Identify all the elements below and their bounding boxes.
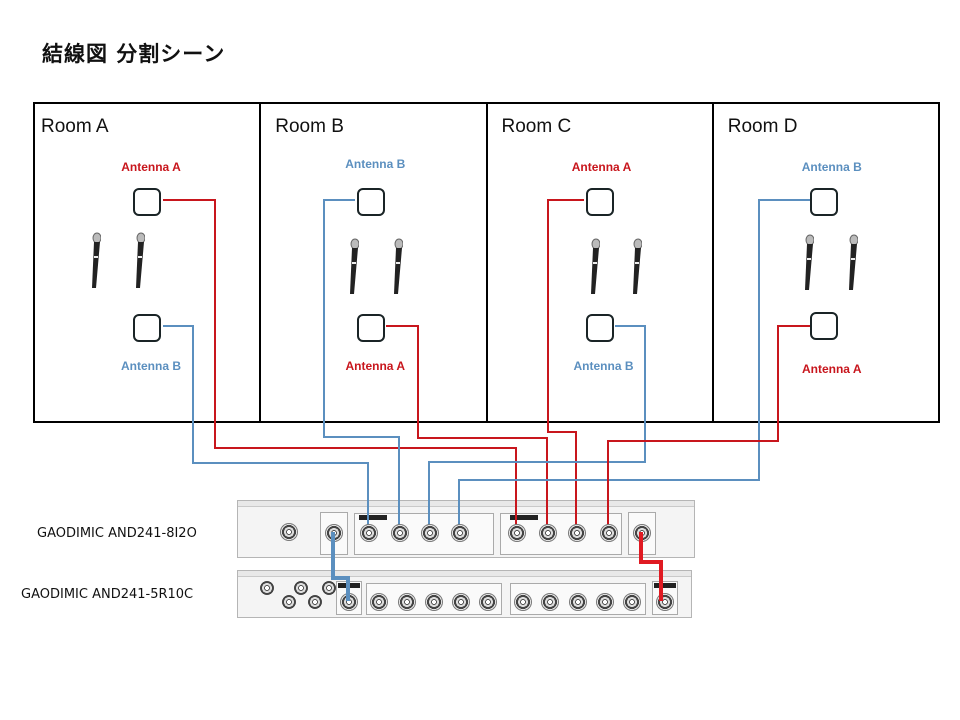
antenna-top (809, 188, 838, 216)
power-out-connector (308, 595, 322, 609)
antenna-top (133, 188, 161, 216)
rf-out-b-connector[interactable] (370, 593, 388, 611)
antenna-label-top: Antenna A (121, 160, 181, 174)
microphone-icon (394, 238, 404, 294)
device-label-combiner: GAODIMIC AND241-8I2O (37, 526, 197, 541)
antenna-label-top: Antenna B (801, 160, 862, 174)
device-label-distributor: GAODIMIC AND241-5R10C (21, 587, 194, 602)
rf-out-a-connector[interactable] (596, 593, 614, 611)
microphone-icon (804, 234, 814, 290)
microphone-icon (590, 238, 600, 294)
rf-out-b-connector[interactable] (398, 593, 416, 611)
antenna-bottom (357, 314, 386, 342)
rf-out-b-connector[interactable] (452, 593, 470, 611)
antenna-top (357, 188, 386, 216)
rf-input-connector-8[interactable] (600, 524, 618, 542)
rf-input-connector-2[interactable] (391, 524, 409, 542)
room-label: Room A (41, 116, 109, 137)
rf-input-connector-1[interactable] (360, 524, 378, 542)
rf-input-connector-4[interactable] (451, 524, 469, 542)
antenna-b-in-connector[interactable] (340, 593, 358, 611)
antenna-label-bottom: Antenna B (121, 359, 181, 373)
microphone-icon (350, 238, 360, 294)
distributor-unit (237, 570, 692, 618)
dc-in-connector (260, 581, 274, 595)
rf-input-connector-5[interactable] (508, 524, 526, 542)
rf-input-connector-6[interactable] (539, 524, 557, 542)
rf-out-a-connector[interactable] (541, 593, 559, 611)
microphone-icon (632, 238, 642, 294)
power-out-connector (322, 581, 336, 595)
rf-output-a-connector[interactable] (633, 524, 651, 542)
antenna-label-top: Antenna A (571, 160, 632, 174)
antenna-bottom (133, 314, 161, 342)
antenna-label-bottom: Antenna A (345, 359, 406, 373)
room-d: Room D Antenna B Antenna A (714, 104, 938, 421)
antenna-label-top: Antenna B (345, 157, 406, 171)
room-c: Room C Antenna A Antenna B (488, 104, 714, 421)
rf-out-b-connector[interactable] (479, 593, 497, 611)
antenna-a-in-connector[interactable] (656, 593, 674, 611)
microphone-icon (136, 232, 145, 288)
rf-output-b-connector[interactable] (325, 524, 343, 542)
microphone-icon (848, 234, 858, 290)
antenna-label-bottom: Antenna A (801, 362, 862, 376)
room-label: Room B (275, 116, 344, 137)
rf-out-a-connector[interactable] (514, 593, 532, 611)
combiner-unit (237, 500, 695, 558)
rf-out-a-connector[interactable] (569, 593, 587, 611)
rf-input-connector-7[interactable] (568, 524, 586, 542)
microphone-icon (92, 232, 101, 288)
room-label: Room C (501, 116, 572, 137)
room-a: Room A Antenna A Antenna B (35, 104, 262, 421)
antenna-top (585, 188, 614, 216)
rooms-frame: Room A Antenna A Antenna B Room B Antenn… (33, 102, 940, 423)
power-out-connector (282, 595, 296, 609)
power-out-connector (294, 581, 308, 595)
power-connector (280, 523, 298, 541)
rf-out-b-connector[interactable] (425, 593, 443, 611)
rf-out-a-connector[interactable] (623, 593, 641, 611)
antenna-label-bottom: Antenna B (573, 359, 634, 373)
room-label: Room D (727, 116, 798, 137)
antenna-bottom (585, 314, 614, 342)
page-title: 結線図 分割シーン (42, 42, 226, 66)
rf-input-connector-3[interactable] (421, 524, 439, 542)
room-b: Room B Antenna B Antenna A (261, 104, 488, 421)
antenna-bottom (809, 312, 838, 340)
